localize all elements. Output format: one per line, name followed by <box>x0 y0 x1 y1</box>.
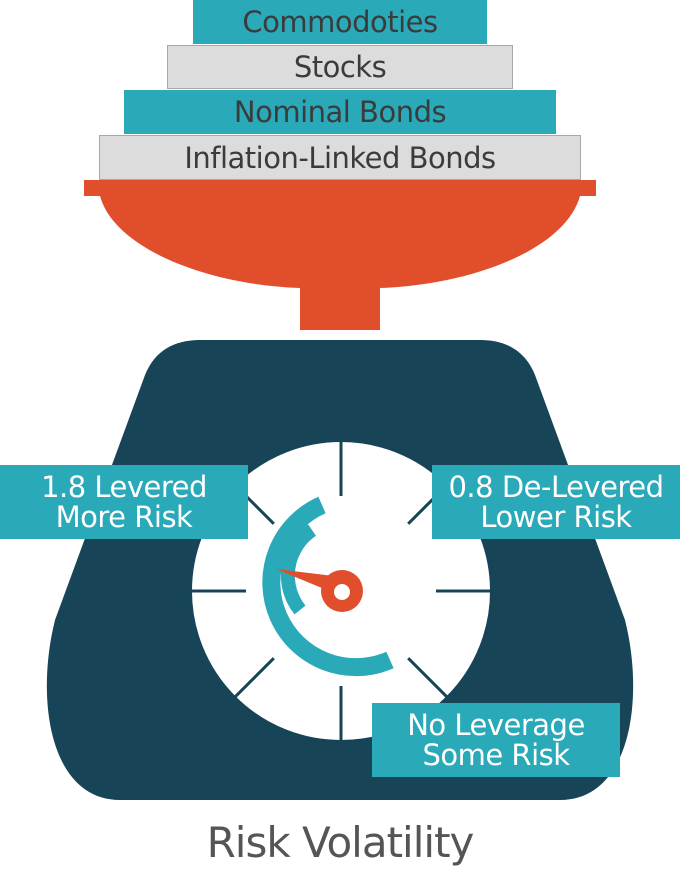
label-de-levered-line1: 0.8 De-Levered <box>448 470 664 504</box>
scale-pan <box>84 180 596 330</box>
dial-tick <box>407 657 449 699</box>
caption: Risk Volatility <box>206 818 475 867</box>
label-levered: 1.8 Levered More Risk <box>0 465 248 539</box>
label-levered-line2: More Risk <box>55 500 193 534</box>
dial-tick <box>233 657 275 699</box>
weight-inflation-linked-bonds: Inflation-Linked Bonds <box>99 135 581 180</box>
weight-stocks: Stocks <box>167 45 513 89</box>
dial <box>190 440 492 742</box>
label-no-leverage-line1: No Leverage <box>407 708 585 742</box>
dial-swirl <box>262 496 394 677</box>
weight-nominal-bonds: Nominal Bonds <box>124 90 556 134</box>
dial-swirl-inner <box>280 524 317 615</box>
label-de-levered-line2: Lower Risk <box>480 500 632 534</box>
weight-commodoties: Commodoties <box>193 0 487 44</box>
label-no-leverage: No Leverage Some Risk <box>372 703 620 777</box>
label-no-leverage-line2: Some Risk <box>422 738 570 772</box>
label-de-levered: 0.8 De-Levered Lower Risk <box>432 465 680 539</box>
label-levered-line1: 1.8 Levered <box>41 470 207 504</box>
